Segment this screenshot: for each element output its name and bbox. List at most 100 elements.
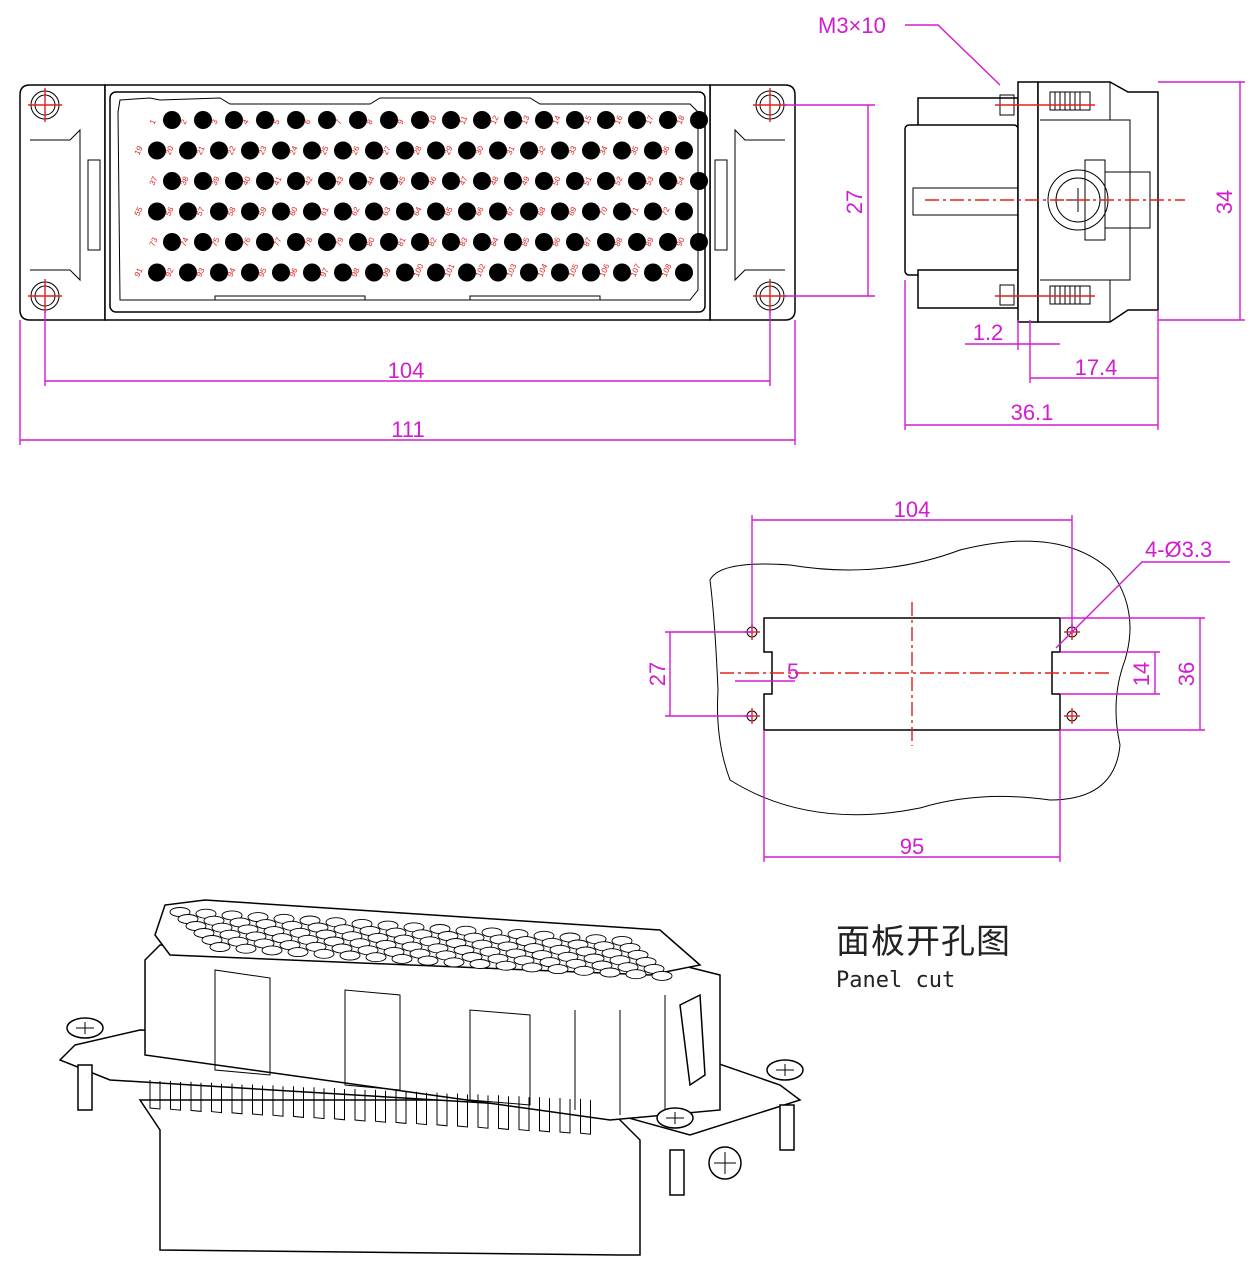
pin-number-label: 24 [288, 144, 300, 156]
pin-contact [504, 172, 522, 190]
iso-pin-top [391, 953, 413, 964]
iso-pin-top [599, 967, 621, 978]
pin-number-label: 92 [164, 266, 176, 278]
pin-number-label: 97 [319, 266, 331, 278]
pin-number-label: 69 [567, 205, 579, 217]
pin-contact [318, 233, 336, 251]
side-view: M3×10 34 1.2 17.4 36.1 [818, 13, 1245, 430]
pin-contact [520, 263, 538, 282]
pin-number-label: 47 [458, 174, 470, 186]
pin-contact [163, 172, 181, 190]
pin-number-label: 40 [241, 174, 253, 186]
pin-contact [287, 111, 305, 129]
pin-contact [597, 111, 615, 129]
pin-number-label: 17 [644, 113, 656, 125]
pin-number-label: 87 [582, 235, 594, 247]
pin-number-label: 75 [210, 235, 222, 247]
pin-contact [303, 202, 321, 221]
pin-number-label: 63 [381, 205, 393, 217]
pin-contact [225, 111, 243, 129]
pin-contact [582, 263, 600, 282]
pin-contact [597, 172, 615, 190]
pin-contact [489, 263, 507, 282]
pin-contact [272, 202, 290, 221]
pin-contact [194, 111, 212, 129]
pin-contact [210, 202, 228, 221]
iso-fin [149, 1080, 161, 1110]
pin-number-label: 52 [613, 174, 625, 186]
iso-fin [416, 1091, 427, 1126]
isometric-view [58, 899, 804, 1256]
pin-number-label: 13 [520, 113, 532, 125]
pin-contact [535, 111, 553, 129]
pin-contact [163, 233, 181, 251]
pin-number-label: 73 [148, 235, 160, 247]
front-dimensions: 111 104 27 [19, 104, 875, 445]
pin-contact [690, 111, 708, 129]
iso-fin [518, 1096, 530, 1132]
pin-number-label: 29 [443, 144, 455, 156]
pin-contact [535, 233, 553, 251]
iso-pin-field [169, 907, 673, 981]
pin-contact [644, 263, 662, 282]
pin-number-label: 7 [334, 118, 344, 126]
pin-number-label: 64 [412, 205, 424, 217]
iso-fin [190, 1081, 202, 1112]
iso-fin [272, 1085, 284, 1117]
iso-fin [293, 1086, 304, 1118]
iso-screw [66, 1017, 104, 1111]
pin-number-label: 81 [396, 235, 408, 247]
iso-cooling-fins [149, 1080, 591, 1135]
pin-contact [241, 202, 259, 221]
pin-number-label: 65 [443, 205, 455, 217]
pin-contact [396, 263, 414, 282]
pin-number-label: 4 [241, 118, 251, 126]
pin-number-label: 27 [381, 144, 393, 156]
pin-number-label: 77 [272, 235, 284, 247]
iso-pin-top [625, 969, 647, 980]
pin-contact [613, 263, 631, 282]
pin-number-label: 20 [164, 144, 176, 156]
pin-contact [644, 202, 662, 221]
pin-contact [659, 172, 677, 190]
pin-contact [442, 233, 460, 251]
dim-overall-width: 111 [391, 417, 424, 442]
pin-contact [241, 141, 259, 160]
dim-holes: 4-Ø3.3 [1145, 537, 1212, 562]
pin-contact [179, 202, 197, 221]
pin-number-label: 15 [582, 113, 594, 125]
iso-fin [313, 1087, 325, 1120]
pin-contact [148, 141, 166, 160]
iso-pin-top [495, 960, 517, 971]
pin-contact [489, 141, 507, 160]
pin-number-label: 89 [644, 235, 656, 247]
pin-contact [551, 202, 569, 221]
pin-number-label: 31 [505, 144, 517, 156]
pin-contact [427, 263, 445, 282]
pin-number-label: 80 [365, 235, 377, 247]
pin-contact [272, 141, 290, 160]
pin-contact [458, 263, 476, 282]
pin-contact [628, 172, 646, 190]
pin-number-label: 86 [551, 235, 563, 247]
pin-contact [334, 202, 352, 221]
pin-contact [442, 172, 460, 190]
dim-side-height: 34 [1212, 190, 1237, 214]
pin-number-label: 19 [133, 144, 145, 156]
pin-number-label: 56 [164, 205, 176, 217]
pin-number-label: 53 [644, 174, 656, 186]
pin-number-label: 78 [303, 235, 315, 247]
pin-number-label: 25 [319, 144, 331, 156]
pin-number-label: 85 [520, 235, 532, 247]
pin-contact [225, 172, 243, 190]
pin-number-label: 99 [381, 266, 393, 278]
iso-fin [252, 1084, 263, 1116]
pin-contact [179, 141, 197, 160]
pin-contact [659, 111, 677, 129]
pin-number-label: 62 [350, 205, 362, 217]
iso-fin [375, 1089, 386, 1123]
pin-number-label: 67 [505, 205, 517, 217]
pin-contact [613, 141, 631, 160]
iso-fin [395, 1090, 407, 1124]
pin-number-label: 3 [210, 118, 220, 126]
